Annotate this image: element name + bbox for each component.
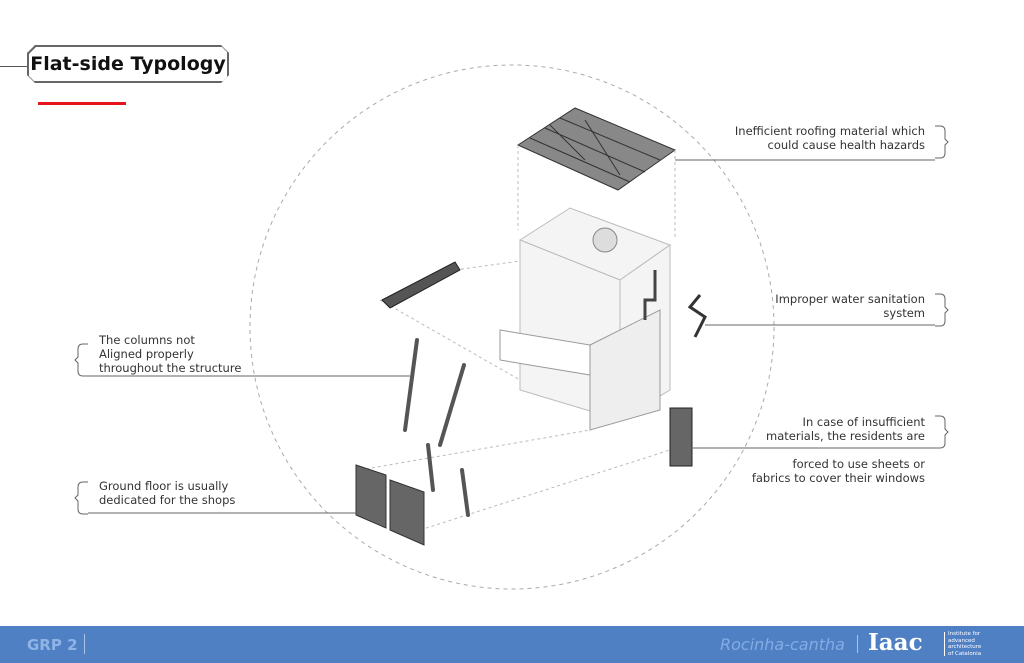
institute-line: advanced — [948, 637, 975, 644]
project-name: Rocinha-cantha — [720, 635, 845, 654]
annotation-line: throughout the structure — [99, 361, 242, 375]
annotation-line: Inefficient roofing material which — [734, 124, 925, 138]
annotation-line: Improper water sanitation — [775, 292, 925, 306]
divider — [944, 632, 945, 656]
group-label: GRP 2 — [27, 636, 78, 654]
title-frame: Flat-side Typology — [27, 45, 229, 83]
annotation-line: fabrics to cover their windows — [751, 471, 925, 485]
window-sheet — [669, 407, 693, 467]
title-connector — [0, 66, 28, 67]
annotation-line: In case of insufficient — [802, 415, 925, 429]
pipe-detail — [687, 294, 707, 338]
annotation-line: Ground floor is usually — [99, 479, 229, 493]
house-structure — [499, 207, 672, 431]
leader-lines — [74, 125, 949, 515]
annotation-line: The columns not — [99, 333, 195, 347]
divider — [857, 635, 858, 653]
shop-doors — [355, 464, 425, 546]
roof-panel — [516, 107, 677, 191]
institute-line: of Catalonia — [948, 650, 982, 657]
canopy-element — [381, 261, 461, 309]
annotation-line: Aligned properly — [99, 347, 194, 361]
annotation-line: could cause health hazards — [767, 138, 925, 152]
institute-line: architecture — [948, 644, 982, 650]
water-pipe — [643, 270, 657, 320]
annotation-line: dedicated for the shops — [99, 493, 236, 507]
annotation-line: system — [883, 306, 925, 320]
annotation-line: materials, the residents are — [766, 429, 925, 443]
institute-line: Institute for — [948, 631, 981, 637]
page-title: Flat-side Typology — [29, 47, 227, 81]
accent-underline — [38, 102, 126, 105]
annotation-line: forced to use sheets or — [792, 457, 925, 471]
columns — [403, 338, 470, 517]
divider — [84, 634, 85, 654]
iaac-logo: Iaac — [868, 629, 923, 656]
focus-circle — [249, 64, 775, 590]
